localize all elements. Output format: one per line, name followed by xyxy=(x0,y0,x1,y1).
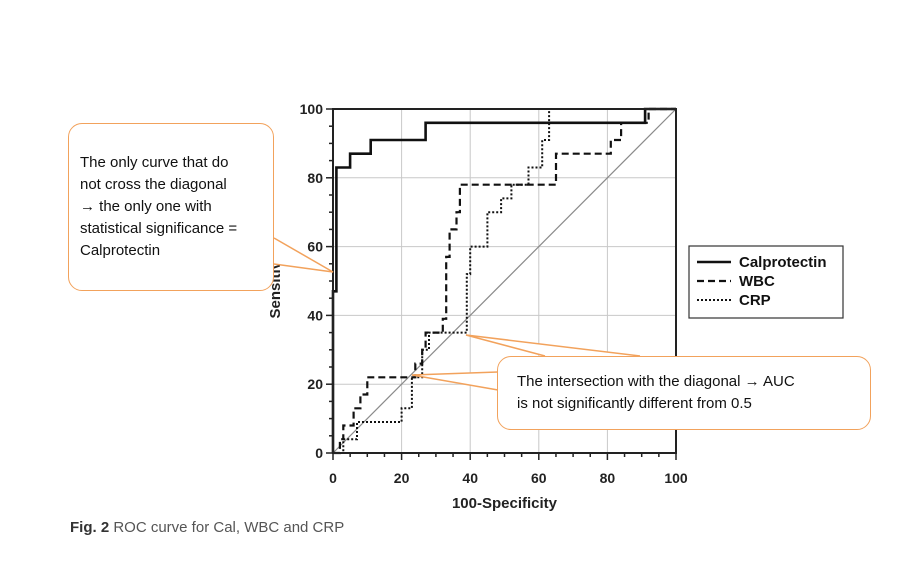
legend-label: CRP xyxy=(739,292,771,309)
series-line-crp xyxy=(333,108,676,454)
y-tick-label: 80 xyxy=(307,170,323,186)
y-tick-label: 20 xyxy=(307,376,323,392)
callout-line: not cross the diagonal xyxy=(80,176,227,193)
diagonal-line xyxy=(332,108,677,454)
figure-caption-text: ROC curve for Cal, WBC and CRP xyxy=(109,519,345,536)
series-curves xyxy=(331,107,676,455)
x-axis-label: 100-Specificity xyxy=(452,495,558,512)
y-tick-label: 0 xyxy=(315,445,323,461)
pointer-lower xyxy=(411,371,499,391)
y-tick-label: 40 xyxy=(307,307,323,323)
legend-label: WBC xyxy=(739,273,775,290)
callout-line: statistical significance = xyxy=(80,220,238,237)
x-tick-label: 100 xyxy=(664,470,688,486)
callout-significance: The only curve that do not cross the dia… xyxy=(68,123,274,291)
axis-ticks: 0 20 40 60 80 100 0 20 40 60 80 100 xyxy=(300,101,688,486)
x-tick-label: 0 xyxy=(329,470,337,486)
callout-line: The only curve that do xyxy=(80,154,229,171)
callout-pointers xyxy=(273,237,641,391)
series-line-wbc xyxy=(333,107,676,455)
pointer-upper xyxy=(465,334,641,357)
legend-label: Calprotectin xyxy=(739,254,827,271)
pointer-left xyxy=(273,237,334,273)
y-tick-label: 100 xyxy=(300,101,324,117)
grid-lines xyxy=(333,109,676,453)
y-tick-label: 60 xyxy=(307,239,323,255)
callout-intersection: The intersection with the diagonal → AUC… xyxy=(497,356,871,430)
figure-label: Fig. 2 xyxy=(70,519,110,536)
x-tick-label: 60 xyxy=(531,470,547,486)
figure-caption: Fig. 2 ROC curve for Cal, WBC and CRP xyxy=(70,519,344,536)
x-tick-label: 20 xyxy=(394,470,410,486)
x-tick-label: 40 xyxy=(462,470,478,486)
callout-line: Calprotectin xyxy=(80,242,161,259)
callout-line: → the only one with xyxy=(80,198,212,215)
x-tick-label: 80 xyxy=(600,470,616,486)
callout-line: The intersection with the diagonal → AUC xyxy=(517,373,795,390)
diagonal-reference xyxy=(332,108,677,454)
callout-line: is not significantly different from 0.5 xyxy=(517,395,752,412)
